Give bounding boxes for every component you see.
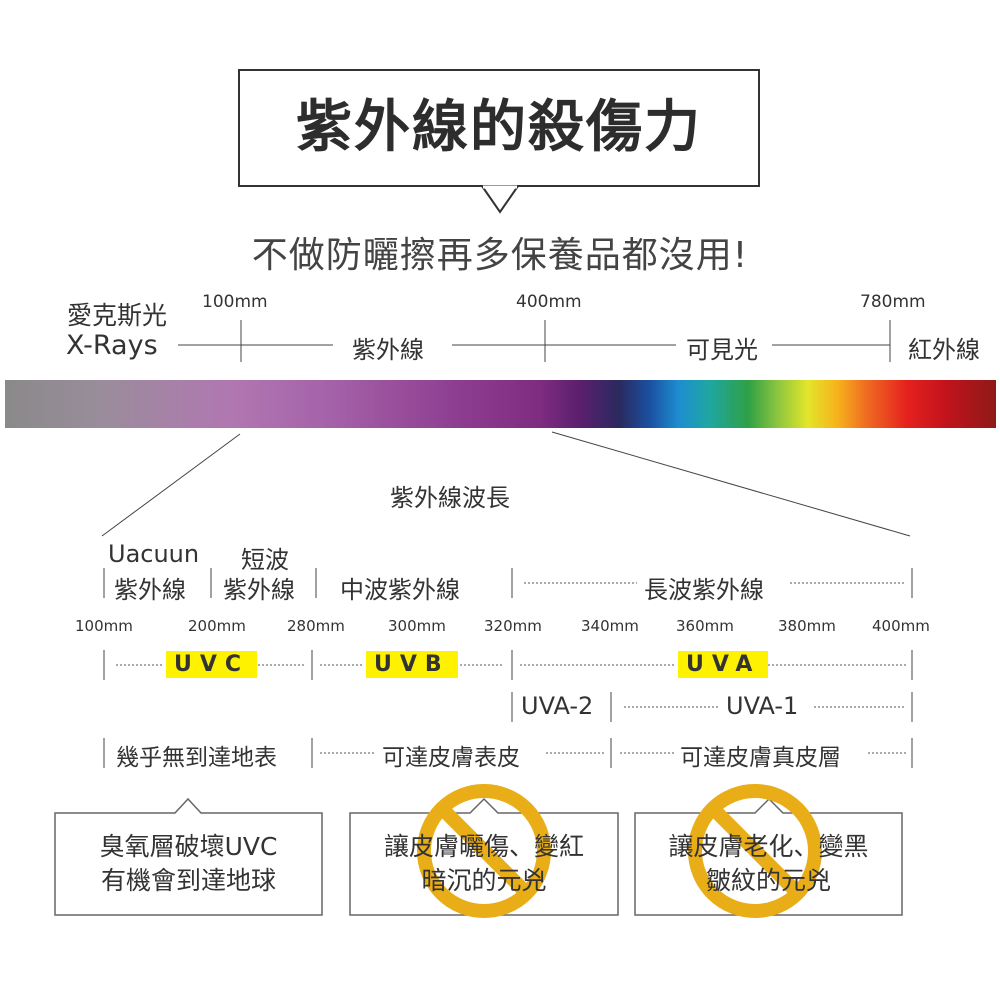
scale-label: 280mm [287,617,345,635]
title-pointer [481,185,519,214]
bubble-1-line2: 有機會到達地球 [100,866,276,895]
uvc-reach: 幾乎無到達地表 [116,745,277,771]
scale-label: 320mm [484,617,542,635]
bubble-3-line1: 讓皮膚老化、變黑 [668,832,869,861]
long-wave-label: 長波紫外線 [644,576,764,604]
uvc-label: UVC [166,651,258,678]
bubble-2-line2: 暗沉的元兇 [421,866,547,895]
bubble-1-line1: 臭氧層破壞UVC [99,832,278,861]
scale-label: 360mm [676,617,734,635]
uva-label: UVA [678,651,769,678]
scale-label: 380mm [778,617,836,635]
uvb-reach: 可達皮膚表皮 [382,745,520,771]
bubble-1-outline [54,797,323,916]
ir-label: 紅外線 [908,336,980,364]
short-wave-line1: 短波 [241,546,289,574]
short-wave-line2: 紫外線 [223,576,295,604]
nm-100-label: 100mm [202,292,268,312]
bubble-3-line2: 皺紋的元兇 [705,866,831,895]
uv-label: 紫外線 [352,336,424,364]
scale-label: 100mm [75,617,133,635]
title-box [238,69,760,187]
bubble-1: 臭氧層破壞UVC 有機會到達地球 [55,830,322,898]
vacuum-uv-line2: 紫外線 [114,576,186,604]
uva2-label: UVA-2 [521,692,594,720]
scale-label: 400mm [872,617,930,635]
visible-label: 可見光 [686,336,758,364]
bubble-2: 讓皮膚曬傷、變紅 暗沉的元兇 [350,830,618,898]
scale-label: 300mm [388,617,446,635]
uva1-label: UVA-1 [726,692,799,720]
page-title: 紫外線的殺傷力 [296,95,702,160]
uva-reach: 可達皮膚真皮層 [680,745,841,771]
xray-label-cn: 愛克斯光 [67,301,168,330]
xray-label-en: X-Rays [66,330,158,361]
subtitle: 不做防曬擦再多保養品都沒用! [251,235,749,276]
wavelength-title: 紫外線波長 [390,484,510,512]
spectrum-bar [5,380,996,428]
medium-wave-label: 中波紫外線 [340,576,460,604]
nm-780-label: 780mm [860,292,926,312]
vacuum-uv-line1: Uacuun [108,540,200,568]
scale-label: 200mm [188,617,246,635]
scale-label: 340mm [581,617,639,635]
uvb-label: UVB [366,651,458,678]
bubble-2-line1: 讓皮膚曬傷、變紅 [383,832,584,861]
bubble-3: 讓皮膚老化、變黑 皺紋的元兇 [635,830,902,898]
nm-400-label: 400mm [516,292,582,312]
